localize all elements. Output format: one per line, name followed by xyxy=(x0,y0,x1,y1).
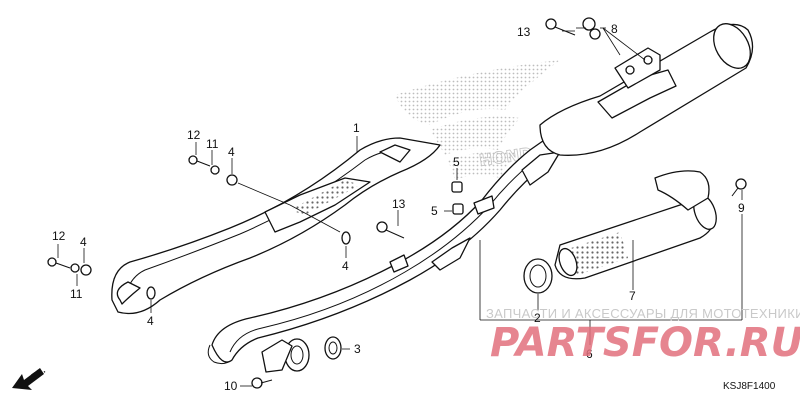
exhaust-pipe xyxy=(207,135,564,365)
callout-12-upper: 12 xyxy=(187,128,201,142)
callout-11-lower: 11 xyxy=(70,287,83,301)
callout-4-lower: 4 xyxy=(80,235,87,249)
nut-guard-4 xyxy=(341,231,351,245)
callout-10: 10 xyxy=(224,379,238,393)
bolt-middle-13 xyxy=(376,221,405,239)
callout-3: 3 xyxy=(354,342,361,356)
exhaust-flange xyxy=(261,338,310,373)
callout-numbers: 1 13 8 12 11 4 5 5 13 4 12 4 11 4 9 7 2 … xyxy=(52,22,745,393)
nut-collar xyxy=(582,17,601,40)
callout-5-lower: 5 xyxy=(431,204,438,218)
watermark-caption: ЗАПЧАСТИ И АКСЕССУАРЫ ДЛЯ МОТОТЕХНИКИ xyxy=(486,306,800,321)
leader-lines xyxy=(57,27,743,387)
watermark-logo: PARTSFOR.RU xyxy=(490,320,800,366)
callout-4-guard: 4 xyxy=(342,259,349,273)
callout-12-lower: 12 xyxy=(52,229,66,243)
diagram-code: KSJ8F1400 xyxy=(723,381,776,392)
callout-11-upper: 11 xyxy=(206,137,219,151)
callout-13-upper: 13 xyxy=(517,25,531,39)
washer-upper-11 xyxy=(210,165,220,175)
callout-4-upper: 4 xyxy=(228,145,235,159)
rubber-damper-lower xyxy=(452,203,464,215)
front-direction-arrow: FR. xyxy=(12,365,47,390)
nut-upper-4 xyxy=(226,174,238,186)
flange-bolt-10 xyxy=(251,377,273,389)
muffler-gasket xyxy=(523,258,553,294)
nut-rear-4 xyxy=(146,286,156,300)
callout-1: 1 xyxy=(353,121,360,135)
callout-4-rear: 4 xyxy=(147,314,154,328)
callout-8: 8 xyxy=(611,22,618,36)
bolt-upper-13 xyxy=(545,18,576,36)
heat-guard-bracket xyxy=(111,137,441,315)
callout-7: 7 xyxy=(629,289,636,303)
exhaust-port-gasket xyxy=(324,336,342,360)
bolt-upper-12 xyxy=(188,155,211,167)
callout-5-upper: 5 xyxy=(453,155,460,169)
muffler-bolt-9 xyxy=(731,178,747,197)
bolt-lower-12 xyxy=(47,257,71,269)
callout-2: 2 xyxy=(534,311,541,325)
callout-6: 6 xyxy=(586,347,593,361)
callout-9: 9 xyxy=(738,201,745,215)
honda-wing-watermark: HONDA xyxy=(395,60,560,180)
silencer-baffle xyxy=(554,170,717,280)
nut-lower-4 xyxy=(80,264,92,276)
washer-lower-11 xyxy=(70,263,80,273)
muffler xyxy=(539,23,754,156)
rubber-damper-upper xyxy=(451,181,463,193)
callout-13-middle: 13 xyxy=(392,197,406,211)
